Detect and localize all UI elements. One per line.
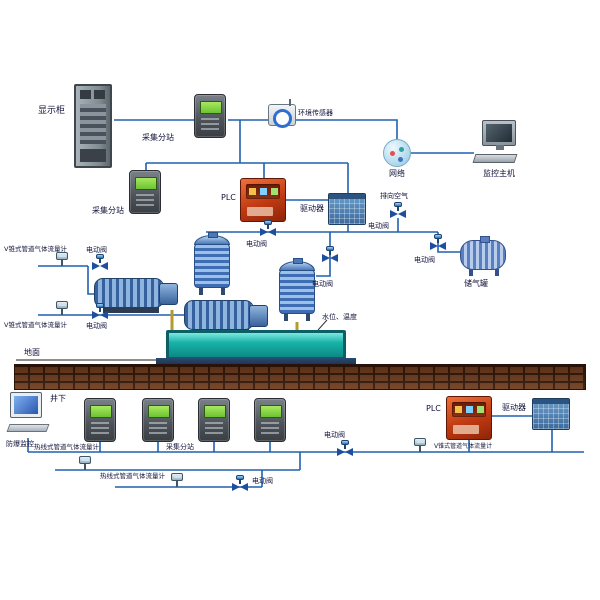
- gas-tank-label: 储气罐: [464, 279, 488, 288]
- display-cabinet-label: 显示柜: [38, 106, 66, 116]
- plc-module-panel: [452, 402, 486, 417]
- network-globe-icon: [383, 139, 411, 167]
- plc-label-plate: [247, 207, 273, 216]
- plc-label: PLC: [426, 404, 441, 413]
- substation-label: 采集分站: [166, 443, 194, 451]
- collection-substation-ug-2: [142, 398, 174, 442]
- hotwire-meter-label: 热线式管道气体流量计: [34, 443, 99, 451]
- flow-meter-icon-runB: [55, 301, 69, 315]
- flow-meter-icon-vcone-ug: [413, 438, 427, 452]
- collection-substation-2: [129, 170, 161, 214]
- vacuum-pump-2: [184, 300, 268, 335]
- driver-box-underground: [532, 398, 570, 430]
- gas-storage-tank: [460, 236, 506, 276]
- water-temp-label: 水位、温度: [322, 313, 357, 321]
- vent-air-label: 排向空气: [380, 192, 408, 200]
- env-sensor-label: 环境传感器: [298, 109, 333, 117]
- cabinet-panel: [80, 104, 106, 144]
- electric-valve-icon-ug-pipe: [232, 475, 248, 493]
- driver-box-surface: [328, 193, 366, 225]
- monitoring-host-computer: [472, 120, 520, 168]
- vcone-meter-label: V锥式管道气体流量计: [4, 245, 67, 253]
- collection-substation-ug-1: [84, 398, 116, 442]
- electric-valve-icon-vent: [390, 202, 406, 220]
- plc-label-plate: [453, 425, 479, 434]
- plc-box-surface: [240, 178, 286, 222]
- valve-label: 电动阀: [324, 431, 345, 439]
- electric-valve-icon-runA: [92, 254, 108, 272]
- separator-tank-1: [194, 232, 230, 295]
- monitor-icon: [10, 392, 42, 418]
- substation-label: 采集分站: [92, 206, 124, 215]
- plc-box-underground: [446, 396, 492, 440]
- flow-meter-icon-hotwire-1: [78, 456, 92, 470]
- separator-tank-2: [279, 258, 315, 321]
- collection-substation-ug-4: [254, 398, 286, 442]
- collection-substation-top: [194, 94, 226, 138]
- vcone-meter-label: V锥式管道气体流量计: [434, 443, 493, 450]
- ex-monitor-label: 防爆监控: [6, 440, 34, 448]
- flow-meter-icon-hotwire-2: [170, 473, 184, 487]
- water-pool: [166, 330, 346, 360]
- valve-label: 电动阀: [312, 280, 333, 288]
- electric-valve-icon-ug-bus: [337, 440, 353, 458]
- electric-valve-icon-branch: [322, 246, 338, 264]
- electric-valve-icon-gastank: [430, 234, 446, 252]
- valve-label: 电动阀: [414, 256, 435, 264]
- plc-label: PLC: [221, 193, 236, 202]
- water-pool-base: [156, 358, 356, 368]
- vcone-meter-label: V锥式管道气体流量计: [4, 321, 67, 329]
- vacuum-pump-1: [94, 278, 178, 313]
- cabinet-base: [80, 149, 106, 162]
- brick-wall: [14, 364, 586, 390]
- network-label: 网络: [389, 169, 405, 178]
- valve-label: 电动阀: [246, 240, 267, 248]
- underground-label: 井下: [50, 394, 66, 403]
- keyboard-icon: [6, 424, 50, 432]
- explosion-proof-monitor: [6, 392, 52, 440]
- cabinet-vent-icon: [80, 90, 91, 99]
- valve-label: 电动阀: [368, 222, 389, 230]
- valve-label: 电动阀: [252, 477, 273, 485]
- hotwire-meter-label: 热线式管道气体流量计: [100, 472, 165, 480]
- keyboard-icon: [472, 154, 518, 163]
- electric-valve-icon-runB: [92, 303, 108, 321]
- valve-label: 电动阀: [86, 246, 107, 254]
- substation-label: 采集分站: [142, 133, 174, 142]
- monitor-icon: [482, 120, 516, 150]
- collection-substation-ug-3: [198, 398, 230, 442]
- electric-valve-icon-bus: [260, 220, 276, 238]
- environment-sensor: [268, 99, 296, 128]
- ground-label: 地面: [24, 348, 40, 357]
- display-cabinet: [74, 84, 112, 168]
- driver-label: 驱动器: [300, 204, 324, 213]
- plc-module-panel: [246, 184, 280, 199]
- driver-label: 驱动器: [502, 403, 526, 412]
- monitor-host-label: 监控主机: [483, 169, 515, 178]
- flow-meter-icon-runA: [55, 252, 69, 266]
- valve-label: 电动阀: [86, 322, 107, 330]
